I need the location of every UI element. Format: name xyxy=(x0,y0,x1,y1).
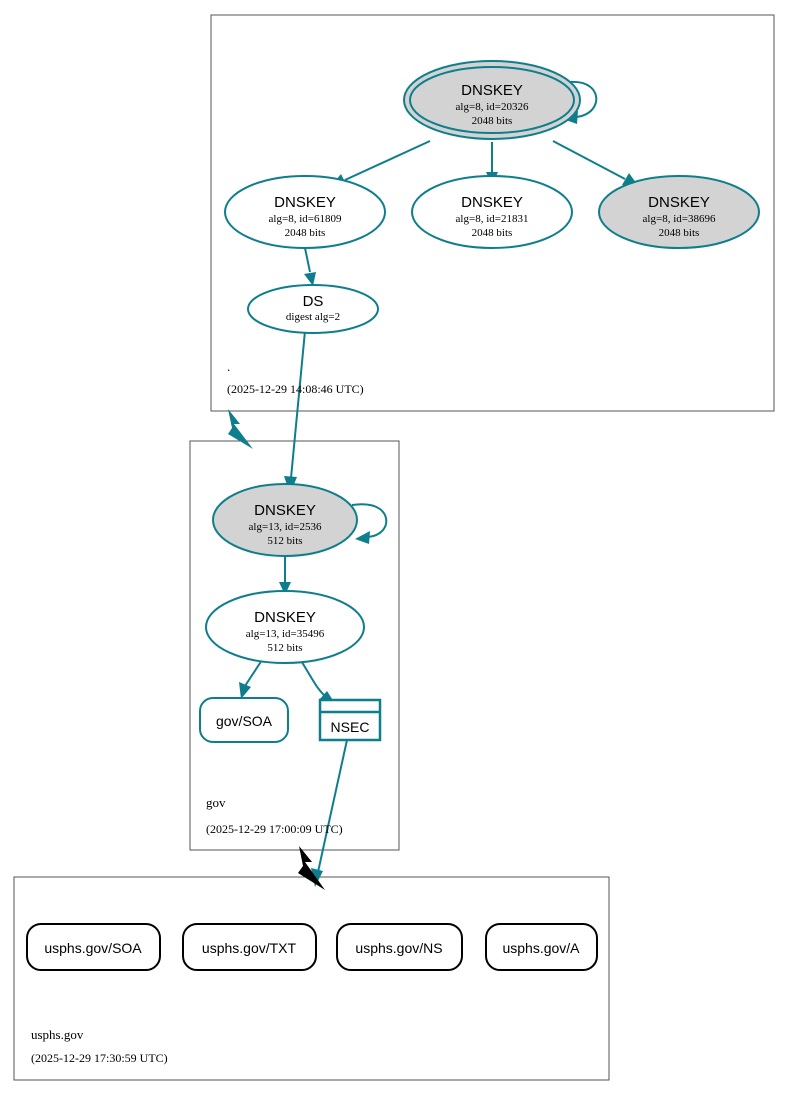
node-rrset-gov-soa[interactable]: gov/SOA xyxy=(199,697,289,743)
node-line2: alg=8, id=20326 xyxy=(456,101,529,113)
node-line2: alg=13, id=35496 xyxy=(246,628,325,640)
node-title: DNSKEY xyxy=(648,194,710,211)
node-dnskey-root-zsk-61809[interactable]: DNSKEY alg=8, id=61809 2048 bits xyxy=(224,175,386,249)
node-title: DNSKEY xyxy=(274,194,336,211)
node-line3: 512 bits xyxy=(267,642,302,654)
delegation-arrow-root-to-gov xyxy=(228,409,253,449)
node-title: gov/SOA xyxy=(216,713,273,729)
zone-timestamp-root: (2025-12-29 14:08:46 UTC) xyxy=(227,382,364,396)
delegation-arrow-gov-to-usphs xyxy=(298,846,325,890)
node-dnskey-gov-zsk-35496[interactable]: DNSKEY alg=13, id=35496 512 bits xyxy=(205,590,365,664)
node-nsec-gov[interactable]: NSEC xyxy=(318,698,382,742)
zone-label-root: . xyxy=(227,359,230,374)
zone-label-gov: gov xyxy=(206,795,226,810)
node-line3: 2048 bits xyxy=(659,227,700,239)
node-title: usphs.gov/A xyxy=(502,940,580,956)
node-line2: alg=8, id=61809 xyxy=(269,213,342,225)
node-title: DNSKEY xyxy=(461,82,523,99)
node-rrset-usphs-a[interactable]: usphs.gov/A xyxy=(485,923,598,971)
node-line3: 2048 bits xyxy=(285,227,326,239)
node-line2: alg=8, id=38696 xyxy=(643,213,716,225)
node-title: NSEC xyxy=(331,719,370,735)
node-line3: 512 bits xyxy=(267,535,302,547)
edge-zsk61809-to-ds xyxy=(304,247,316,286)
node-dnskey-root-ksk-20326[interactable]: DNSKEY alg=8, id=20326 2048 bits xyxy=(403,60,581,140)
node-line2: digest alg=2 xyxy=(286,311,340,323)
node-ds-root[interactable]: DS digest alg=2 xyxy=(247,284,379,334)
edge-gov-ksk-to-zsk xyxy=(279,556,291,595)
node-title: DNSKEY xyxy=(254,502,316,519)
node-title: DNSKEY xyxy=(461,194,523,211)
node-line2: alg=8, id=21831 xyxy=(456,213,529,225)
node-title: DNSKEY xyxy=(254,609,316,626)
node-rrset-usphs-ns[interactable]: usphs.gov/NS xyxy=(336,923,463,971)
edge-gov-ksk-self-loop xyxy=(351,503,388,544)
node-dnskey-root-zsk-21831[interactable]: DNSKEY alg=8, id=21831 2048 bits xyxy=(411,175,573,249)
node-title: usphs.gov/NS xyxy=(355,940,442,956)
edge-gov-zsk-to-soa xyxy=(239,659,263,699)
node-line2: alg=13, id=2536 xyxy=(249,521,322,533)
zone-box-usphs xyxy=(13,876,610,1081)
node-rrset-usphs-soa[interactable]: usphs.gov/SOA xyxy=(26,923,161,971)
node-rrset-usphs-txt[interactable]: usphs.gov/TXT xyxy=(182,923,317,971)
node-title: DS xyxy=(303,293,324,310)
node-line3: 2048 bits xyxy=(472,115,513,127)
node-dnskey-gov-ksk-2536[interactable]: DNSKEY alg=13, id=2536 512 bits xyxy=(212,483,358,557)
node-dnskey-root-zsk-38696[interactable]: DNSKEY alg=8, id=38696 2048 bits xyxy=(598,175,760,249)
zone-label-usphs: usphs.gov xyxy=(31,1027,84,1042)
node-title: usphs.gov/TXT xyxy=(202,940,297,956)
node-title: usphs.gov/SOA xyxy=(44,940,142,956)
zone-timestamp-gov: (2025-12-29 17:00:09 UTC) xyxy=(206,822,343,836)
node-line3: 2048 bits xyxy=(472,227,513,239)
zone-timestamp-usphs: (2025-12-29 17:30:59 UTC) xyxy=(31,1051,168,1065)
